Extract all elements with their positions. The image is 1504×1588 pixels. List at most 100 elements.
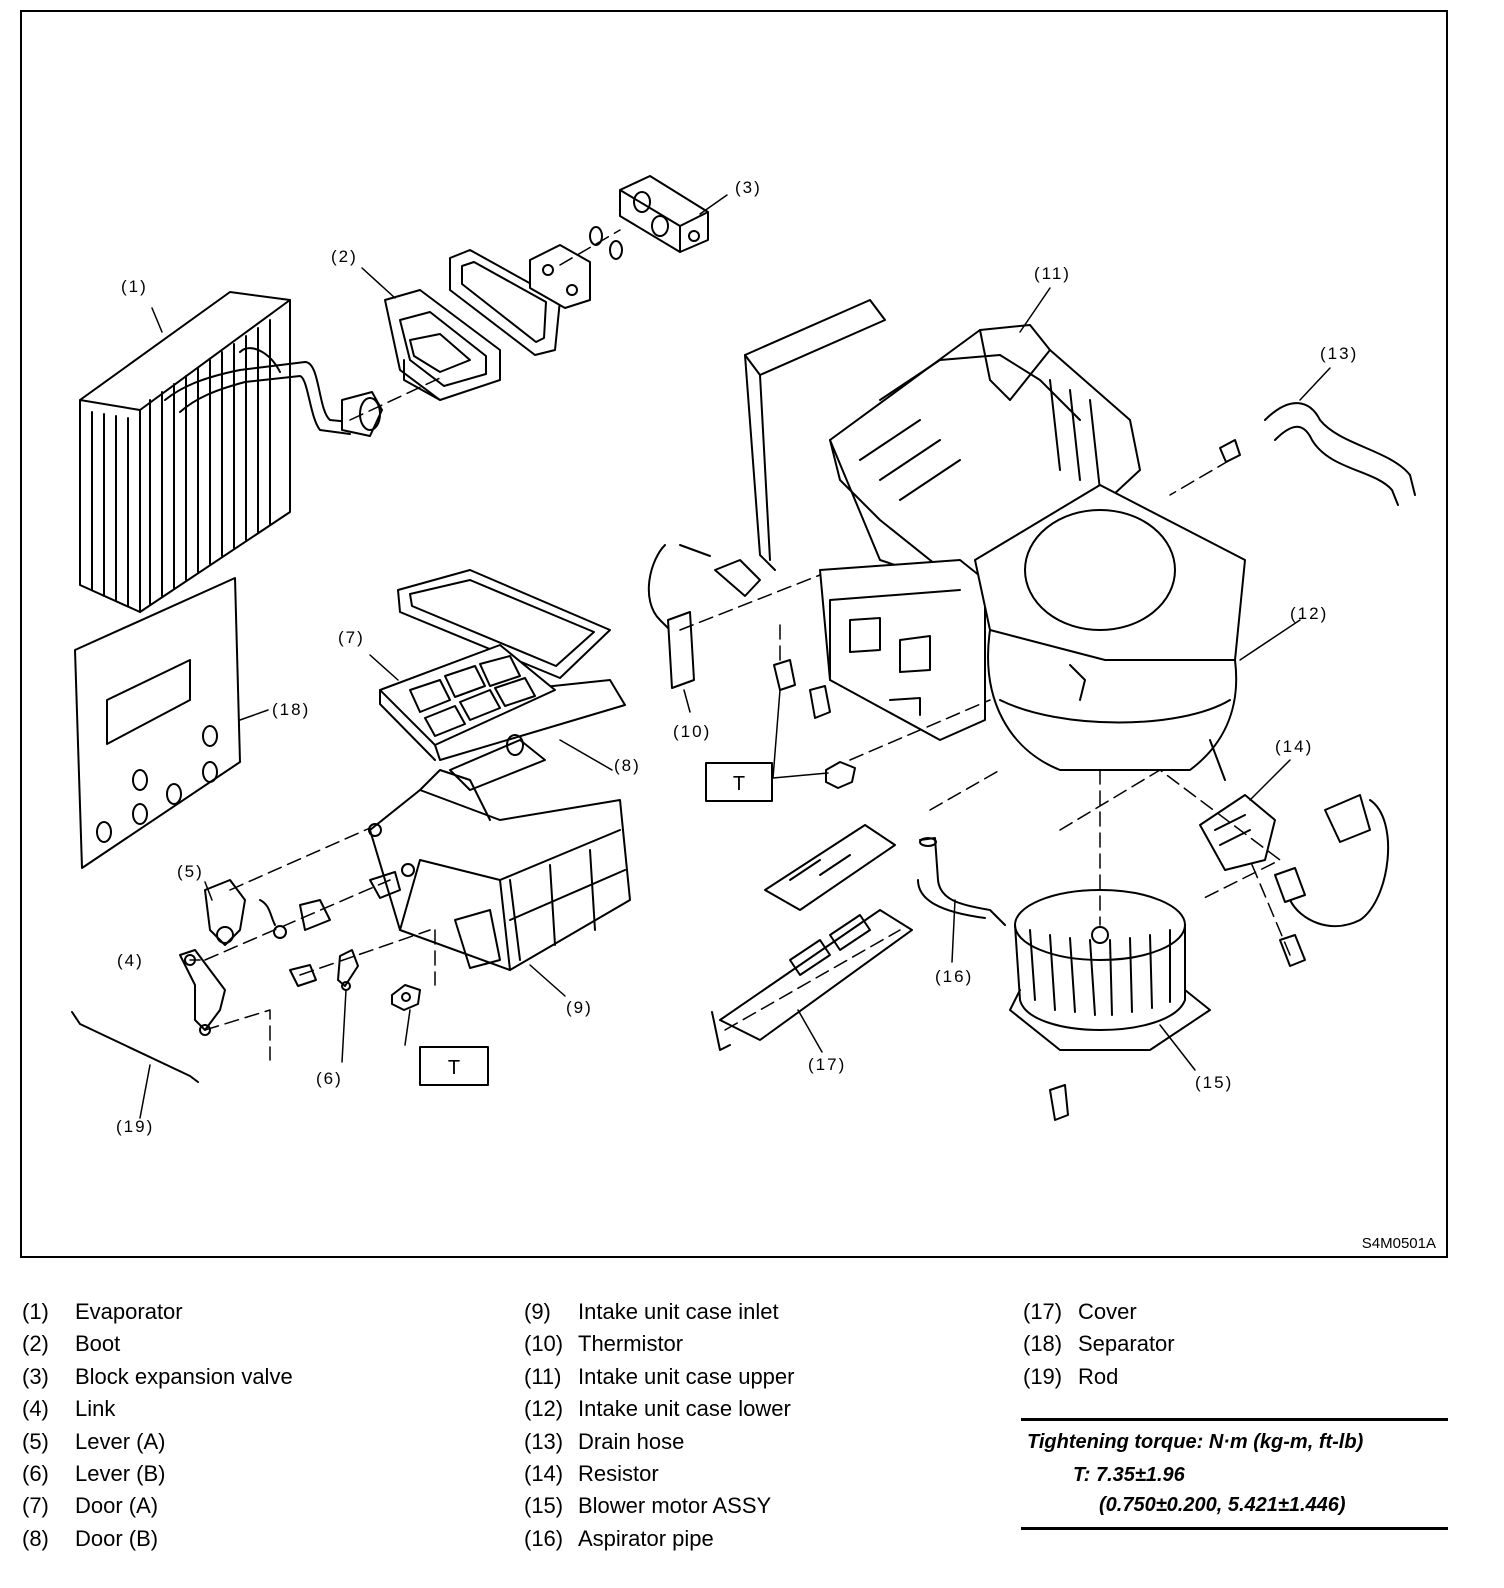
legend-label: Separator [1078,1331,1175,1357]
legend-number: (19) [1023,1363,1063,1389]
legend-item: (13) Drain hose [524,1426,794,1458]
legend-label: Drain hose [578,1428,685,1454]
legend-item: (6) Lever (B) [22,1458,293,1490]
legend-label: Door (A) [75,1493,159,1519]
legend-number: (13) [524,1428,564,1454]
leader-lines [139,194,1331,1119]
legend-number: (4) [22,1396,49,1422]
callout-6: (6) [316,1069,343,1088]
callout-18: (18) [272,700,310,719]
legend-number: (9) [524,1299,551,1324]
legend-item: (16) Aspirator pipe [524,1523,794,1555]
callout-3: (3) [735,178,762,197]
legend-label: Rod [1078,1363,1119,1389]
resistor-part [1199,794,1390,967]
thermistor-part [647,544,761,689]
legend-item: (4) Link [22,1393,293,1425]
nut-left [391,984,421,1011]
legend-item: (8)Door (B) [22,1523,293,1555]
tightening-torque-box: Tightening torque: N·m (kg-m, ft-lb) T: … [1021,1418,1448,1530]
torque-converted-value: (0.750±0.200, 5.421±1.446) [1099,1494,1346,1516]
callout-1: (1) [121,277,148,296]
torque-marker-label: T [733,773,745,795]
legend-label: Cover [1078,1299,1137,1324]
legend-number: (15) [524,1493,564,1519]
torque-marker-lower: T [419,1046,489,1086]
legend-number: (6) [22,1461,49,1487]
legend-item: (9) Intake unit case inlet [524,1296,794,1328]
blower-motor-part [1009,889,1211,1121]
legend-item: (11) Intake unit case upper [524,1361,794,1393]
callout-7: (7) [338,628,365,647]
evaporator-part [79,291,383,613]
legend-column-1: (1) Evaporator (2)Boot (3) Block expansion… [22,1296,293,1555]
legend-number: (16) [524,1525,564,1551]
legend-item: (14)Resistor [524,1458,794,1490]
legend-label: Lever (B) [75,1461,166,1487]
callout-13: (13) [1320,344,1358,363]
callout-16: (16) [935,967,973,986]
callout-8: (8) [614,756,641,775]
callout-4: (4) [117,951,144,970]
legend-item: (1) Evaporator [22,1296,293,1328]
legend-number: (3) [22,1363,49,1389]
legend-label: Intake unit case inlet [578,1299,779,1324]
callout-19: (19) [116,1117,154,1136]
legend-label: Aspirator pipe [578,1525,714,1551]
torque-heading: Tightening torque: N·m (kg-m, ft-lb) [1027,1431,1364,1453]
torque-marker-upper: T [705,762,773,802]
legend-number: (12) [524,1396,564,1422]
boot-part [384,226,623,401]
intake-case-inlet-part [368,769,631,971]
figure-id: S4M0501A [1361,1235,1436,1252]
door-a-part [379,644,556,761]
legend-label: Evaporator [75,1299,183,1324]
drain-hose-part [1219,402,1416,506]
legend-label: Link [75,1396,116,1422]
legend-number: (14) [524,1461,564,1487]
legend-label: Lever (A) [75,1428,166,1454]
callout-17: (17) [808,1055,846,1074]
legend-column-3: (17) Cover (18) Separator (19) Rod [1023,1296,1175,1393]
legend-label: Block expansion valve [75,1363,293,1389]
legend-item: (10)Thermistor [524,1328,794,1360]
callout-5: (5) [177,862,204,881]
legend-label: Door (B) [75,1525,159,1551]
callout-12: (12) [1290,604,1328,623]
link-part [179,871,401,1036]
legend-number: (7) [22,1493,49,1519]
separator-part [74,577,241,869]
legend-label: Blower motor ASSY [578,1493,772,1519]
legend-item: (7) Door (A) [22,1490,293,1522]
cover-part [711,824,913,1051]
callout-15: (15) [1195,1073,1233,1092]
legend-label: Thermistor [578,1331,684,1357]
diagram-frame: S4M0501A [20,10,1448,1258]
assembly-lines [204,229,1291,1061]
torque-value: T: 7.35±1.96 [1073,1464,1185,1486]
callout-11: (11) [1034,264,1071,283]
lever-b-part [289,949,359,991]
blower-case-part [974,484,1246,781]
legend-column-2: (9) Intake unit case inlet (10)Thermistor… [524,1296,794,1555]
legend-label: Intake unit case upper [578,1363,795,1389]
callout-9: (9) [566,998,593,1017]
legend-label: Intake unit case lower [578,1396,791,1422]
legend-item: (12) Intake unit case lower [524,1393,794,1425]
legend-number: (18) [1023,1331,1063,1357]
legend-item: (2)Boot [22,1328,293,1360]
callout-10: (10) [673,722,711,741]
legend-label: Boot [75,1331,121,1357]
expansion-valve-part [619,175,709,253]
legend-number: (17) [1023,1299,1063,1324]
legend-item: (19) Rod [1023,1361,1175,1393]
bolts-right [773,659,856,789]
legend-number: (11) [524,1363,562,1389]
legend-item: (5)Lever (A) [22,1426,293,1458]
intake-case-lower-body [819,559,986,741]
exploded-view-drawing: T T (1) (2) (3) (4) (5) (6) (7) (8) (9) … [71,175,1416,1136]
legend-item: (17) Cover [1023,1296,1175,1328]
lever-a-part [204,879,287,946]
rod-part [71,1011,199,1083]
legend-number: (1) [22,1299,49,1324]
